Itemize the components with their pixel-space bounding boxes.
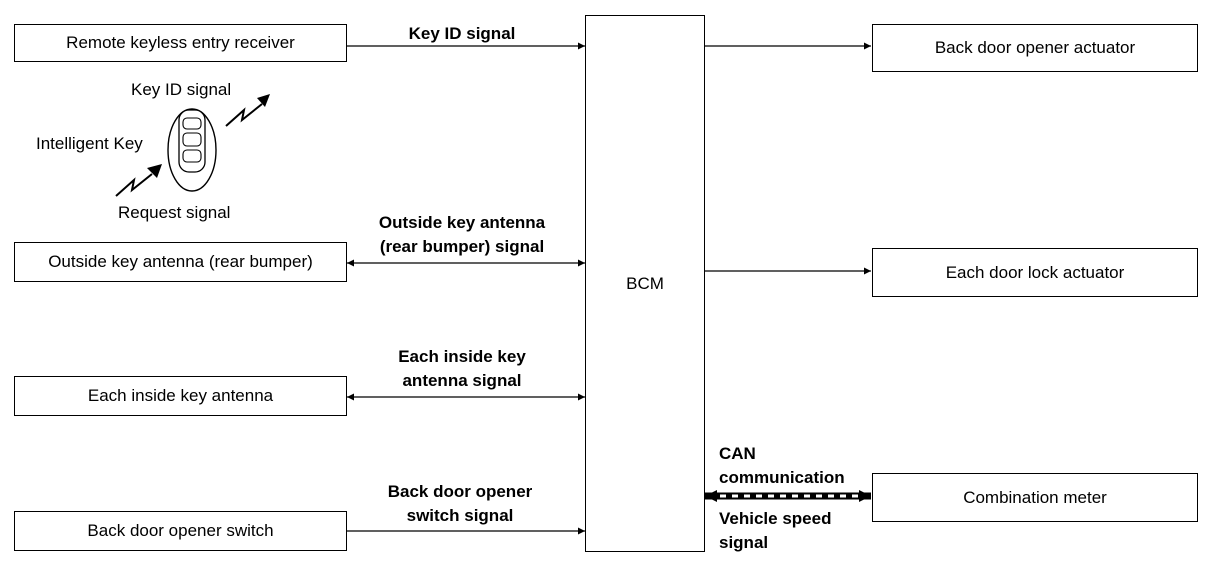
intelligent-key-label: Intelligent Key	[36, 134, 143, 153]
bcm-box: BCM	[585, 15, 705, 552]
key-id-signal-label: Key ID signal	[408, 24, 516, 43]
outside-antenna-signal-label: Outside key antenna (rear bumper) signal	[378, 213, 546, 256]
vehicle-speed-signal-label: Vehicle speed signal	[719, 509, 832, 552]
inside-key-antenna-label: Each inside key antenna	[87, 386, 274, 405]
back-door-opener-actuator-label: Back door opener actuator	[934, 38, 1136, 57]
request-signal-label: Request signal	[118, 203, 231, 222]
intelligent-key-icon	[167, 108, 217, 192]
back-door-opener-switch-label: Back door opener switch	[87, 521, 274, 540]
door-lock-actuator-box: Each door lock actuator	[872, 248, 1198, 297]
can-communication-label: CAN communication	[719, 444, 845, 487]
remote-keyless-entry-receiver-label: Remote keyless entry receiver	[66, 33, 295, 52]
key-id-wave-icon	[225, 94, 270, 127]
door-lock-actuator-label: Each door lock actuator	[945, 262, 1125, 282]
back-door-opener-actuator-box: Back door opener actuator	[872, 24, 1198, 72]
combination-meter-box: Combination meter	[872, 473, 1198, 522]
back-door-opener-switch-box: Back door opener switch	[14, 511, 347, 551]
key-id-signal-wireless-label: Key ID signal	[131, 80, 232, 99]
inside-key-antenna-box: Each inside key antenna	[14, 376, 347, 416]
request-wave-icon	[115, 164, 162, 197]
combination-meter-label: Combination meter	[963, 487, 1107, 507]
bcm-label: BCM	[626, 273, 664, 293]
inside-antenna-signal-label: Each inside key antenna signal	[398, 347, 526, 390]
outside-key-antenna-label: Outside key antenna (rear bumper)	[48, 252, 313, 271]
opener-switch-signal-label: Back door opener switch signal	[387, 482, 533, 525]
remote-keyless-entry-receiver-box: Remote keyless entry receiver	[14, 24, 347, 62]
outside-key-antenna-box: Outside key antenna (rear bumper)	[14, 242, 347, 282]
